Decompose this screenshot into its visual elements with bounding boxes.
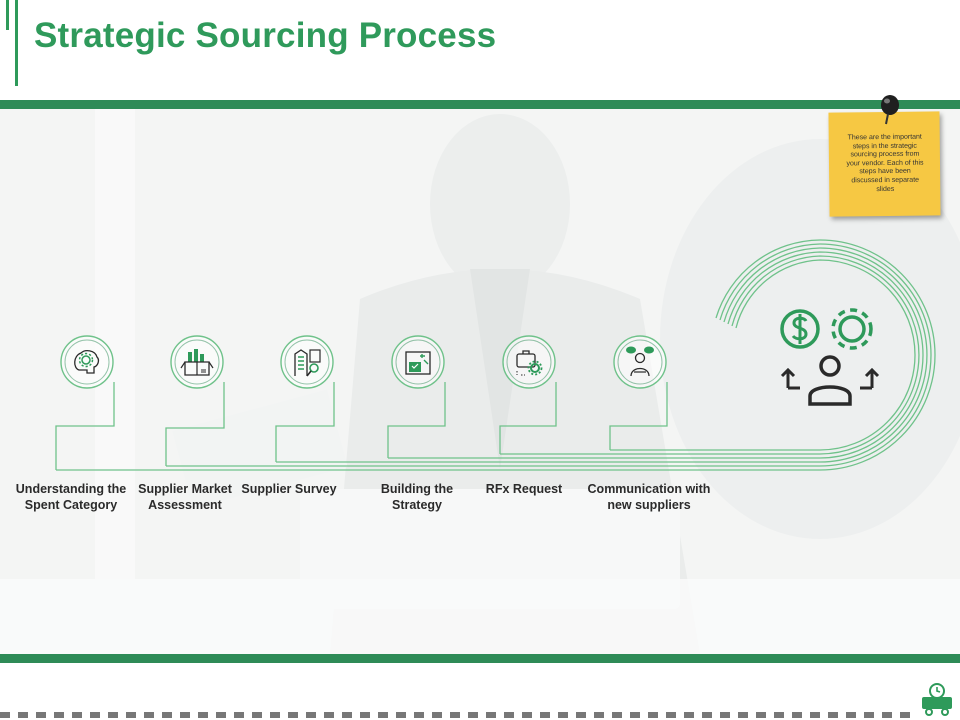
- step-label-understanding: Understanding the Spent Category: [12, 481, 130, 513]
- building-search-icon: [289, 344, 325, 380]
- briefcase-gear-icon: [511, 344, 547, 380]
- sticky-note-text: These are the important steps in the str…: [843, 134, 928, 195]
- truck-clock-icon: [918, 679, 956, 717]
- pushpin-icon: [877, 94, 903, 126]
- market-box-icon: [179, 344, 215, 380]
- dollar-gear-person-icon: [778, 300, 882, 408]
- step-label-rfx-request: RFx Request: [465, 481, 583, 497]
- step-label-supplier-survey: Supplier Survey: [230, 481, 348, 497]
- brain-gear-icon: [69, 344, 105, 380]
- sticky-note: These are the important steps in the str…: [828, 111, 940, 216]
- step-label-communication: Communication with new suppliers: [580, 481, 718, 513]
- strategy-board-icon: [400, 344, 436, 380]
- person-speech-icon: [622, 344, 658, 380]
- step-label-market-assessment: Supplier Market Assessment: [126, 481, 244, 513]
- step-label-building-strategy: Building the Strategy: [358, 481, 476, 513]
